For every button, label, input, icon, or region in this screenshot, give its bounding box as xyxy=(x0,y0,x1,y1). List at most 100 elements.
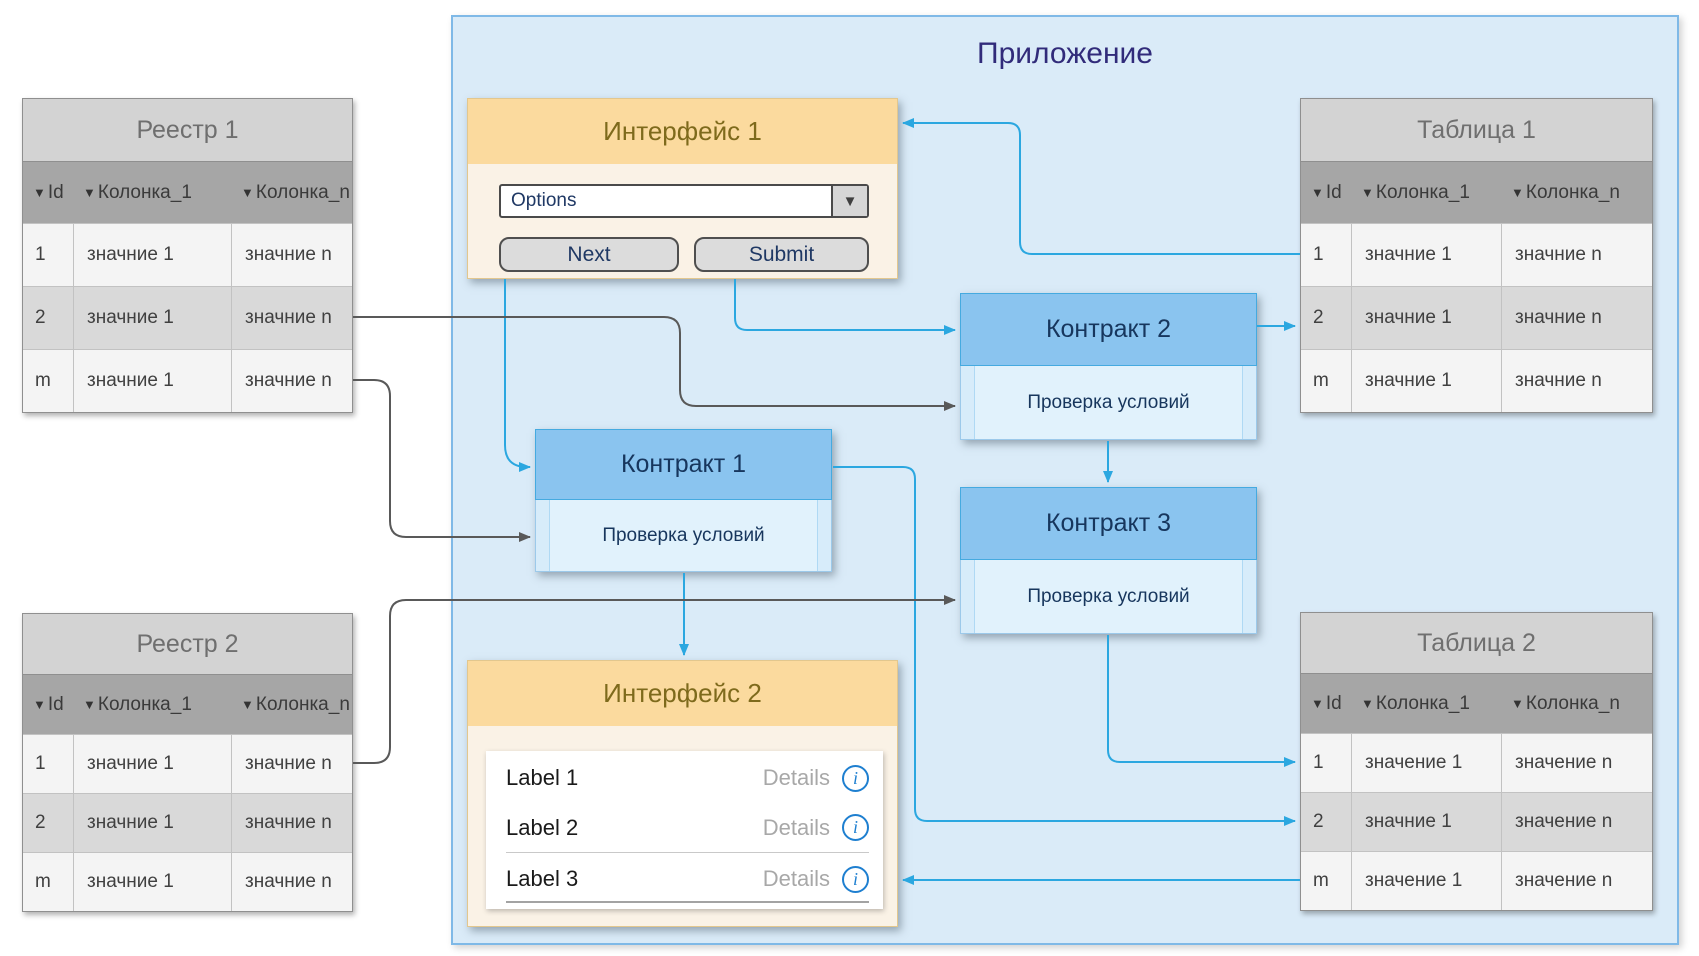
table-row: 2 значние 1 значение n xyxy=(1301,792,1652,851)
table-reestr-2: Реестр 2 ▼Id ▼Колонка_1 ▼Колонка_n 1 зна… xyxy=(22,613,353,912)
table-header-row: ▼Id ▼Колонка_1 ▼Колонка_n xyxy=(1301,674,1652,733)
table-title: Реестр 2 xyxy=(23,614,352,675)
cell-value: значние 1 xyxy=(1351,224,1501,286)
column-header-kolonka-n: ▼Колонка_n xyxy=(1501,162,1652,223)
column-label: Колонка_1 xyxy=(1375,181,1470,203)
table-reestr-1: Реестр 1 ▼Id ▼Колонка_1 ▼Колонка_n 1 зна… xyxy=(22,98,353,413)
cell-id: 2 xyxy=(1313,811,1324,832)
cell-value: значение n xyxy=(1501,734,1652,792)
column-header-kolonka-n: ▼Колонка_n xyxy=(231,162,352,223)
cell-value: значние 1 xyxy=(73,350,231,412)
cell-value: значние n xyxy=(231,794,352,852)
interface-1-window: Интерфейс 1 Options ▼ Next Submit xyxy=(467,98,898,279)
list-item: Label 2 Details i xyxy=(506,803,869,853)
column-header-kolonka-n: ▼Колонка_n xyxy=(1501,674,1652,733)
sort-icon: ▼ xyxy=(1361,696,1374,711)
cell-value: значние n xyxy=(231,735,352,793)
body-side-strip xyxy=(817,500,831,571)
cell-value: значние 1 xyxy=(73,287,231,349)
cell-value: значение n xyxy=(1501,793,1652,851)
column-header-id: ▼Id xyxy=(1301,162,1351,223)
table-row: m значние 1 значние n xyxy=(23,349,352,412)
list-item: Label 3 Details i xyxy=(506,857,869,903)
body-side-strip xyxy=(1242,366,1256,439)
contract-2-box: Контракт 2 Проверка условий xyxy=(960,293,1257,440)
dropdown-button[interactable]: ▼ xyxy=(831,186,867,216)
sort-icon: ▼ xyxy=(1361,185,1374,200)
sort-icon: ▼ xyxy=(1511,696,1524,711)
sort-icon: ▼ xyxy=(1311,185,1324,200)
cell-id: m xyxy=(35,370,51,391)
contract-1-box: Контракт 1 Проверка условий xyxy=(535,429,832,572)
sort-icon: ▼ xyxy=(33,185,46,200)
list-item-label: Label 1 xyxy=(506,765,579,790)
table-title: Реестр 1 xyxy=(23,99,352,162)
column-label: Id xyxy=(47,181,64,203)
sort-icon: ▼ xyxy=(1511,185,1524,200)
interface-2-list-panel: Label 1 Details i Label 2 Details i Labe… xyxy=(486,751,883,909)
column-label: Колонка_n xyxy=(255,693,350,715)
cell-value: значние n xyxy=(1501,224,1652,286)
cell-value: значние n xyxy=(231,287,352,349)
info-icon[interactable]: i xyxy=(842,865,869,893)
details-link[interactable]: Details xyxy=(762,866,830,891)
table-title: Таблица 1 xyxy=(1301,99,1652,162)
cell-id: m xyxy=(35,871,51,892)
column-label: Колонка_1 xyxy=(1375,692,1470,714)
column-label: Колонка_1 xyxy=(97,181,192,203)
list-item-label: Label 3 xyxy=(506,866,579,891)
column-label: Колонка_n xyxy=(255,181,350,203)
application-title: Приложение xyxy=(977,37,1153,70)
sort-icon: ▼ xyxy=(83,697,96,712)
contract-3-box: Контракт 3 Проверка условий xyxy=(960,487,1257,634)
table-row: 2 значние 1 значние n xyxy=(23,793,352,852)
cell-id: 2 xyxy=(35,307,46,328)
column-header-id: ▼Id xyxy=(23,675,73,734)
dropdown-arrow-icon: ▼ xyxy=(842,192,858,210)
cell-value: значние n xyxy=(1501,287,1652,349)
info-icon[interactable]: i xyxy=(842,814,869,841)
sort-icon: ▼ xyxy=(241,185,254,200)
column-header-id: ▼Id xyxy=(23,162,73,223)
cell-value: значние n xyxy=(231,224,352,286)
cell-value: значние 1 xyxy=(73,794,231,852)
cell-id: 1 xyxy=(1313,244,1324,265)
contract-1-title: Контракт 1 xyxy=(535,429,832,500)
table-row: m значние 1 значние n xyxy=(1301,349,1652,412)
list-item-label: Label 2 xyxy=(506,814,579,840)
cell-value: значние n xyxy=(231,853,352,911)
body-side-strip xyxy=(961,366,975,439)
details-link[interactable]: Details xyxy=(762,765,830,790)
cell-id: 2 xyxy=(1313,307,1324,328)
contract-1-condition: Проверка условий xyxy=(602,524,765,546)
info-icon[interactable]: i xyxy=(842,764,869,792)
next-button[interactable]: Next xyxy=(499,237,679,272)
cell-id: 1 xyxy=(35,244,46,265)
table-row: 2 значние 1 значние n xyxy=(23,286,352,349)
table-row: 1 значние 1 значние n xyxy=(23,734,352,793)
column-label: Колонка_1 xyxy=(97,693,192,715)
submit-button[interactable]: Submit xyxy=(694,237,869,272)
contract-1-body: Проверка условий xyxy=(535,500,832,572)
cell-id: 2 xyxy=(35,812,46,833)
column-header-kolonka-1: ▼Колонка_1 xyxy=(73,675,231,734)
sort-icon: ▼ xyxy=(1311,696,1324,711)
options-select-value: Options xyxy=(511,190,577,211)
column-header-kolonka-n: ▼Колонка_n xyxy=(231,675,352,734)
table-row: 2 значние 1 значние n xyxy=(1301,286,1652,349)
table-title: Таблица 2 xyxy=(1301,613,1652,674)
cell-value: значние 1 xyxy=(1351,350,1501,412)
sort-icon: ▼ xyxy=(83,185,96,200)
table-tablica-1: Таблица 1 ▼Id ▼Колонка_1 ▼Колонка_n 1 зн… xyxy=(1300,98,1653,413)
cell-value: значние 1 xyxy=(73,853,231,911)
interface-2-title: Интерфейс 2 xyxy=(468,661,897,726)
cell-id: 1 xyxy=(1313,752,1324,773)
table-row: 1 значние 1 значние n xyxy=(1301,223,1652,286)
table-header-row: ▼Id ▼Колонка_1 ▼Колонка_n xyxy=(23,675,352,734)
body-side-strip xyxy=(536,500,550,571)
details-link[interactable]: Details xyxy=(762,814,830,840)
cell-value: значние n xyxy=(231,350,352,412)
column-header-kolonka-1: ▼Колонка_1 xyxy=(73,162,231,223)
options-select[interactable]: Options ▼ xyxy=(499,184,869,218)
cell-id: 1 xyxy=(35,753,46,774)
